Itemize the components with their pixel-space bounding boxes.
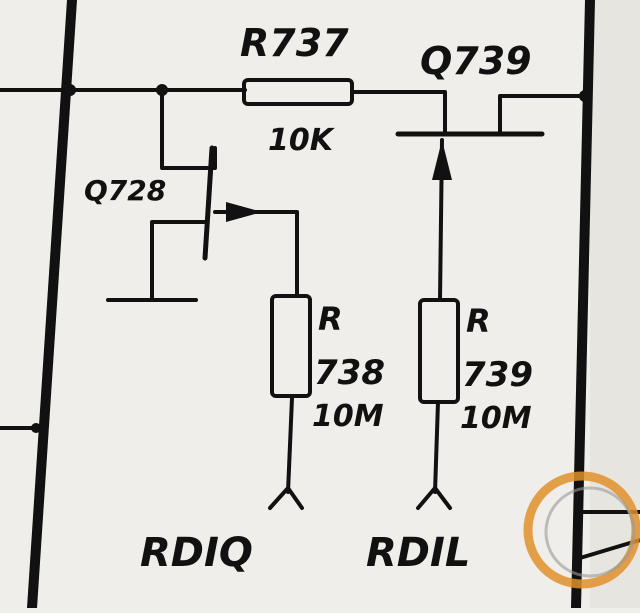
rdiq-terminal-fork — [268, 486, 304, 510]
resistor-r739-body — [418, 298, 460, 404]
junction-dots — [31, 84, 591, 433]
resistor-r738-ref-number: 738 — [314, 353, 385, 393]
highlight-circle — [523, 471, 640, 589]
wire-r737-to-q739-base — [351, 90, 447, 134]
terminal-forks — [268, 486, 452, 510]
resistor-r738-value: 10M — [312, 399, 384, 434]
wire-q728-to-ground — [150, 220, 207, 300]
transistor-q728-arrow — [226, 202, 262, 222]
resistor-r738: R 738 10M — [270, 294, 385, 434]
junction-right-rail — [579, 90, 591, 102]
highlight-circle-outer — [523, 471, 640, 589]
wire-q739-collector — [498, 94, 587, 134]
wires — [0, 88, 640, 560]
transistor-q739: Q739 — [395, 39, 545, 180]
resistor-r737: R737 10K — [240, 21, 354, 158]
transistor-q739-ref: Q739 — [420, 39, 532, 83]
net-label-rdil: RDIL — [366, 530, 470, 576]
highlight-circle-pencil — [544, 486, 636, 578]
resistor-r738-body — [270, 294, 312, 398]
transistor-q728-ref: Q728 — [84, 174, 166, 207]
resistor-r739-value: 10M — [460, 401, 532, 436]
resistor-r739-ref-prefix: R — [466, 302, 491, 340]
resistor-r738-ref-prefix: R — [318, 300, 343, 338]
resistor-r737-ref: R737 — [240, 21, 349, 65]
wire-r738-to-rdiq — [286, 396, 294, 494]
transistor-q728: Q728 — [84, 145, 262, 302]
left-border-line — [27, 0, 77, 613]
wire-rail-to-q728 — [160, 88, 217, 170]
resistor-r739: R 739 10M — [418, 298, 533, 436]
transistor-q739-arrow — [432, 140, 452, 180]
wire-r739-to-rdil — [433, 400, 440, 494]
resistor-r737-body — [242, 78, 354, 106]
junction-top-node — [156, 84, 168, 96]
junction-left-stub — [31, 423, 41, 433]
net-label-rdiq: RDIQ — [140, 530, 253, 576]
junction-left-rail — [64, 84, 76, 96]
resistor-r739-ref-number: 739 — [462, 355, 533, 395]
resistor-r737-value: 10K — [268, 123, 336, 158]
transistor-q728-channel — [202, 145, 215, 261]
rdil-terminal-fork — [416, 486, 452, 510]
